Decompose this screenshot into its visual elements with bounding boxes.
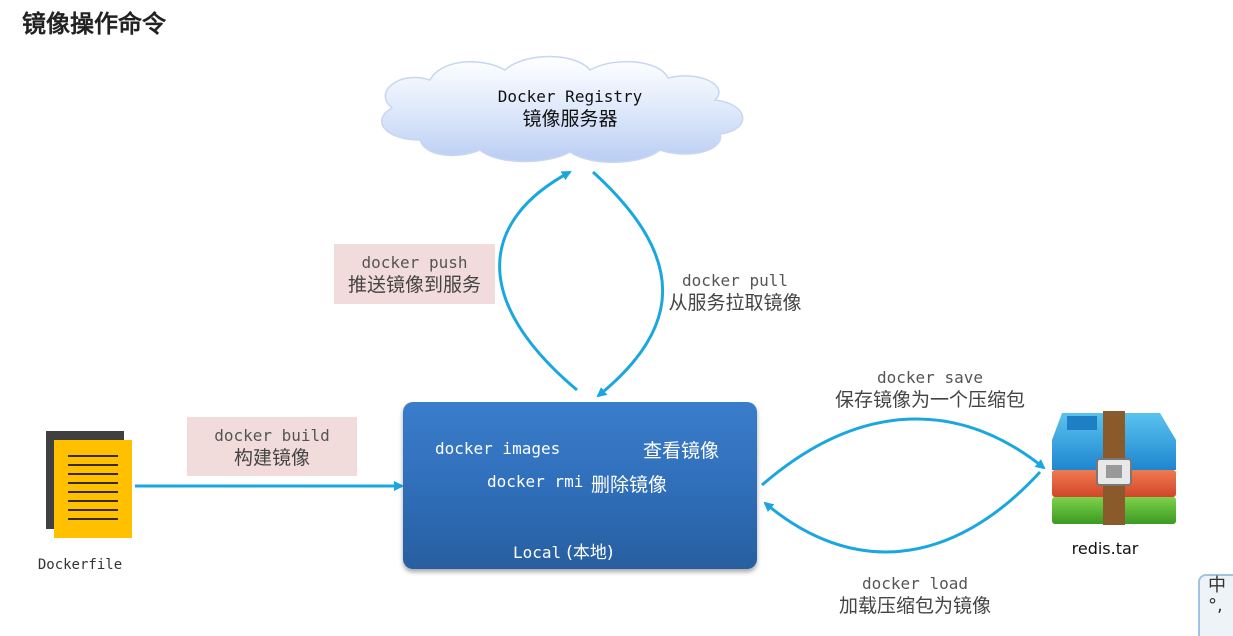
push-command: docker push [361,253,468,272]
images-description: 查看镜像 [643,440,720,462]
pull-arrow [591,170,665,398]
save-description: 保存镜像为一个压缩包 [834,389,1025,411]
push-label: docker push 推送镜像到服务 [334,244,495,304]
local-label: Local (本地) [513,538,614,563]
registry-name: Docker Registry [497,87,643,106]
save-command: docker save [877,368,983,387]
ime-language: 中 [1208,575,1226,596]
archive-icon [1052,411,1176,525]
pull-label: docker pull 从服务拉取镜像 [660,271,810,315]
push-description: 推送镜像到服务 [347,274,481,296]
ime-punctuation: °, [1208,595,1223,616]
rmi-command: docker rmi [487,472,584,491]
local-label-cn: (本地) [566,543,614,563]
load-description: 加载压缩包为镜像 [838,595,991,617]
local-box: docker images 查看镜像 docker rmi 删除镜像 Local… [403,402,757,569]
save-label: docker save 保存镜像为一个压缩包 [820,368,1040,412]
registry-label: Docker Registry 镜像服务器 [470,86,670,131]
save-arrow [761,417,1046,487]
registry-cloud [380,55,744,163]
build-description: 构建镜像 [233,447,310,469]
page-title: 镜像操作命令 [22,10,166,38]
push-arrow [498,170,578,392]
dockerfile-label: Dockerfile [37,557,123,573]
load-command: docker load [862,574,968,593]
archive-label: redis.tar [1071,539,1139,558]
pull-description: 从服务拉取镜像 [668,292,802,314]
registry-subtitle: 镜像服务器 [522,108,618,130]
load-label: docker load 加载压缩包为镜像 [810,574,1020,618]
load-arrow [763,470,1042,554]
ime-indicator[interactable]: 中 °, [1198,574,1233,636]
rmi-description: 删除镜像 [591,474,668,496]
dockerfile-icon [46,431,132,538]
images-command: docker images [435,439,561,458]
pull-command: docker pull [682,271,788,290]
local-label-mono: Local [513,543,562,562]
build-label: docker build 构建镜像 [187,417,357,476]
build-command: docker build [214,426,330,445]
